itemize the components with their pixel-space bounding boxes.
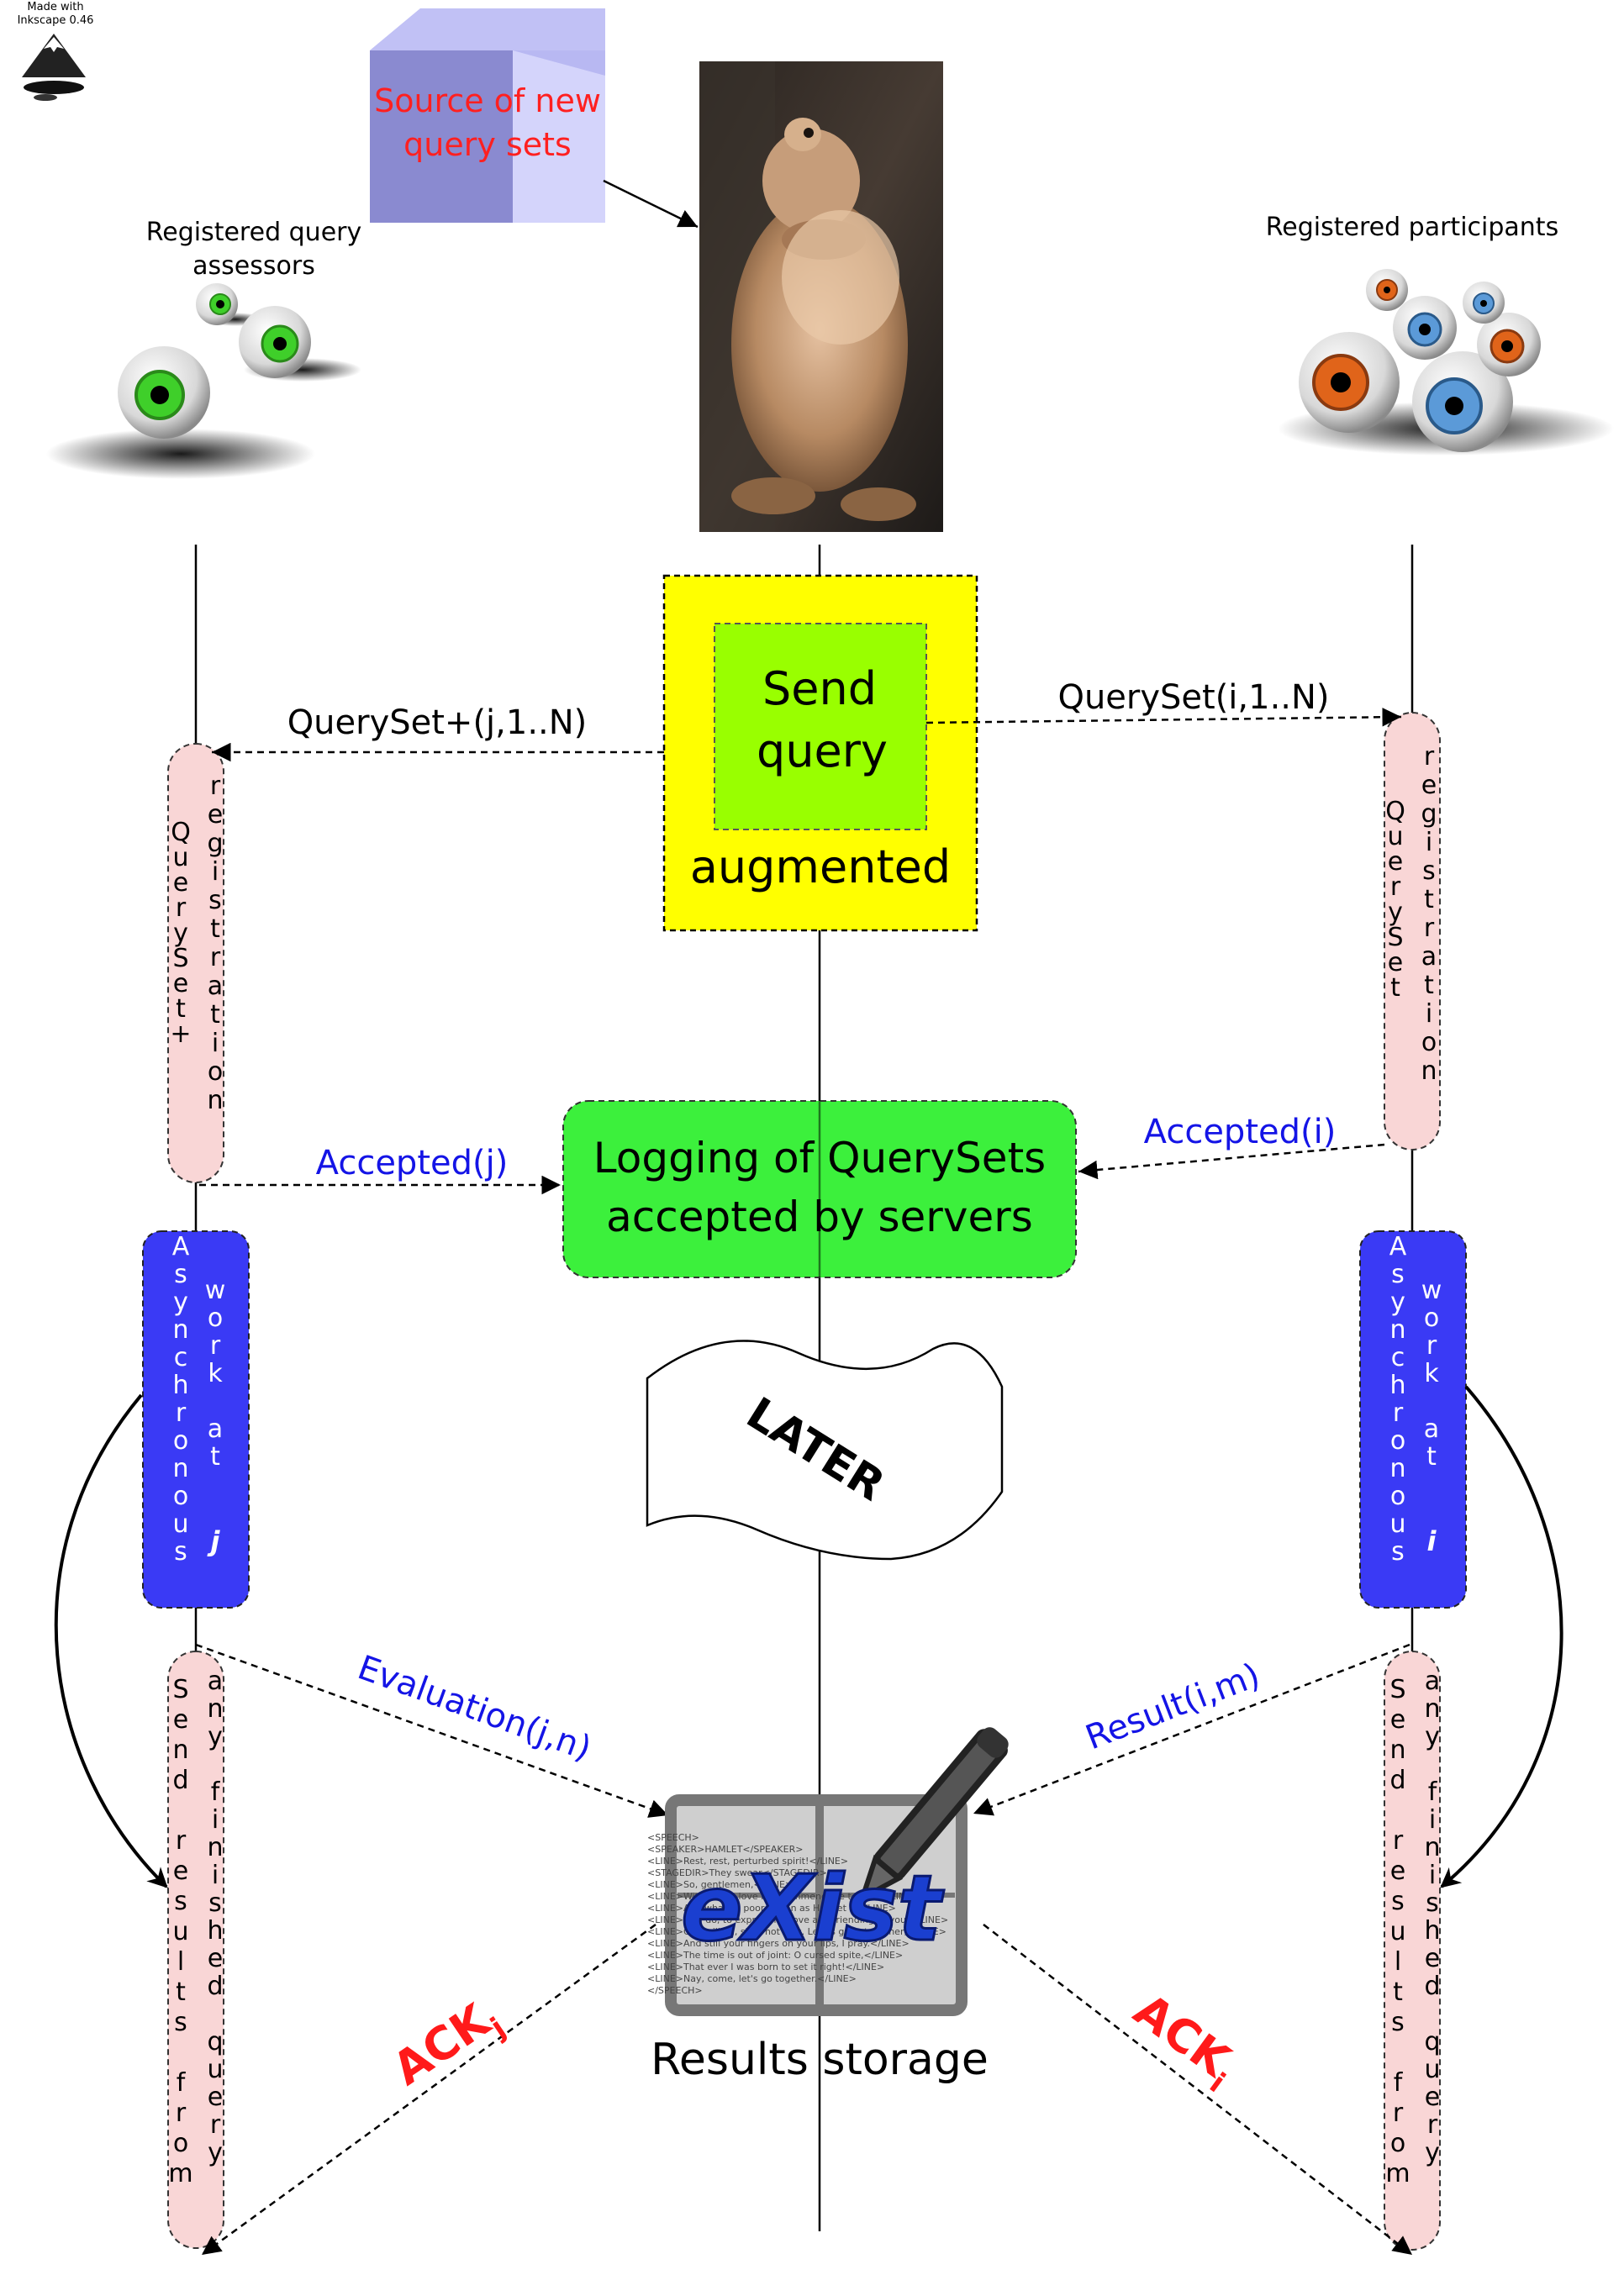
result-arrow (973, 1643, 1410, 1816)
assessor-curve-arrow (54, 1393, 168, 1888)
svg-text:</SPEECH>: </SPEECH> (647, 1985, 703, 1996)
source-box: Source of new query sets (370, 8, 605, 223)
participants-label: Registered participants (1266, 213, 1558, 242)
assessor-eyes-icon (46, 283, 361, 479)
send-query-line2: query (757, 724, 888, 777)
send-query-box: Send query augmented (662, 574, 978, 932)
participant-async-var: i (1427, 1525, 1437, 1557)
participant-curve-arrow (1440, 1385, 1563, 1888)
accepted-i-label: Accepted(i) (1144, 1113, 1337, 1151)
assessors-label-line1: Registered query (146, 218, 362, 247)
send-query-line1: Send (762, 662, 877, 715)
svg-text:<LINE>And still your fingers o: <LINE>And still your fingers on your lip… (647, 1938, 910, 1949)
participant-send-results-bar (1384, 1651, 1441, 2251)
participant-async-work-bar (1359, 1230, 1467, 1609)
queryset-arrow (925, 708, 1402, 727)
evaluation-arrow (195, 1643, 669, 1818)
svg-text:<LINE>With all my love I do co: <LINE>With all my love I do commend me t… (647, 1891, 919, 1902)
svg-text:<LINE>Nay, come, let's go toge: <LINE>Nay, come, let's go together.</LIN… (647, 1973, 857, 1984)
inkscape-badge: Made with Inkscape 0.46 (18, 1, 94, 101)
ack-j-label: ACKj (383, 1988, 512, 2103)
exist-logo: eXist (681, 1856, 944, 1962)
source-label-line2: query sets (403, 126, 572, 163)
assessor-async-var: j (207, 1525, 221, 1557)
accepted-j-label: Accepted(j) (316, 1144, 509, 1182)
svg-text:ACKj: ACKj (383, 1988, 512, 2103)
augmented-caption: augmented (690, 840, 951, 893)
source-arrow (603, 179, 699, 229)
svg-text:<LINE>May do, to express his l: <LINE>May do, to express his love and fr… (647, 1914, 948, 1925)
assessor-async-work-bar (142, 1230, 250, 1609)
svg-text:<STAGEDIR>They swear</STAGEDIR: <STAGEDIR>They swear</STAGEDIR> (647, 1867, 827, 1878)
svg-text:<SPEECH>: <SPEECH> (647, 1832, 699, 1843)
accepted-i-arrow (1078, 1143, 1385, 1180)
ack-i-arrow (983, 1924, 1413, 2256)
svg-text:ACKi: ACKi (1120, 1983, 1247, 2099)
ack-i-label: ACKi (1120, 1983, 1247, 2099)
inkscape-logo-icon (22, 34, 86, 101)
queryset-plus-label: QuerySet+(j,1..N) (287, 703, 588, 742)
assessor-registration-bar (167, 743, 224, 1183)
later-banner: LATER (646, 1340, 1004, 1561)
badge-line1: Made with (27, 1, 83, 13)
participant-registration-bar (1384, 712, 1441, 1151)
assessors-label-line2: assessors (192, 251, 315, 281)
queryset-label: QuerySet(i,1..N) (1057, 678, 1329, 717)
svg-text:<LINE>The time is out of joint: <LINE>The time is out of joint: O cursed… (647, 1950, 903, 1961)
participant-eyes-icon (1278, 269, 1614, 456)
results-storage-label: Results storage (651, 2035, 989, 2085)
svg-text:<LINE>And what so poor a man a: <LINE>And what so poor a man as Hamlet i… (647, 1903, 896, 1914)
svg-text:<LINE>So, gentlemen,</LINE>: <LINE>So, gentlemen,</LINE> (647, 1879, 793, 1890)
assessor-send-results-bar (167, 1651, 224, 2249)
svg-text:<LINE>Rest, rest, perturbed sp: <LINE>Rest, rest, perturbed spirit!</LIN… (647, 1856, 848, 1867)
svg-text:<LINE>That ever I was born to: <LINE>That ever I was born to set it rig… (647, 1962, 884, 1972)
svg-text:<SPEAKER>HAMLET</SPEAKER>: <SPEAKER>HAMLET</SPEAKER> (647, 1844, 803, 1855)
result-label: Result(i,m) (1081, 1656, 1266, 1757)
source-label-line1: Source of new (374, 82, 601, 119)
badge-line2: Inkscape 0.46 (18, 14, 94, 27)
evaluation-label: Evaluation(j,n) (353, 1648, 597, 1768)
ack-j-arrow (201, 1923, 656, 2257)
svg-text:<LINE>God willing, shall not l: <LINE>God willing, shall not lack. Let u… (647, 1926, 946, 1937)
groundhog-image (699, 61, 943, 532)
exist-storage-icon: <SPEECH> <SPEAKER>HAMLET</SPEAKER> <LINE… (647, 1727, 1009, 2016)
